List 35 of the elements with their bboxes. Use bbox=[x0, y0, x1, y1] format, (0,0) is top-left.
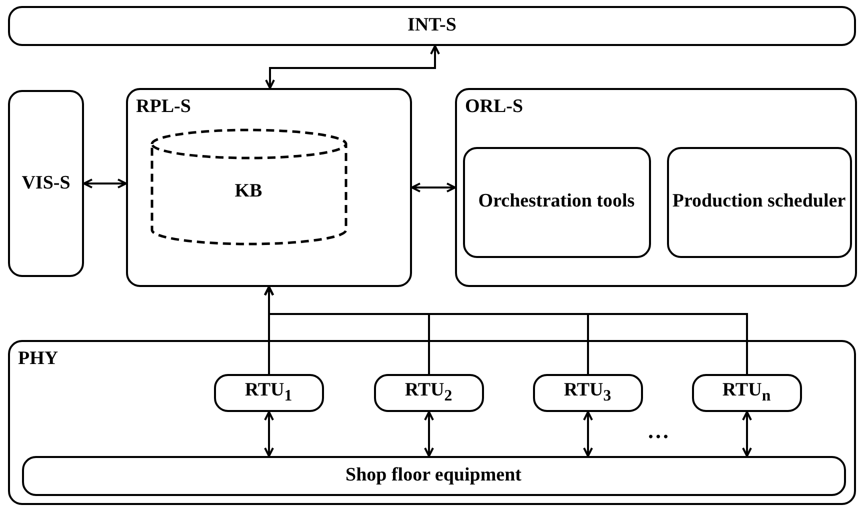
node-label: Orchestration tools bbox=[477, 190, 636, 214]
arrow bbox=[424, 411, 434, 457]
node-label: Production scheduler bbox=[671, 190, 847, 214]
interface-bar bbox=[8, 6, 856, 46]
unit-box bbox=[214, 374, 324, 412]
arrow bbox=[83, 178, 127, 188]
ellipsis-text: ... bbox=[648, 420, 670, 442]
node-label: RTU$_{3}$ bbox=[562, 379, 612, 406]
layer-title: RPL-S bbox=[136, 96, 191, 119]
layer-panel bbox=[126, 88, 412, 287]
unit-box bbox=[532, 374, 642, 412]
node-label: VIS-S bbox=[20, 172, 72, 195]
layer-title: PHY bbox=[18, 348, 58, 371]
database-cylinder bbox=[150, 128, 348, 246]
module-box bbox=[666, 146, 852, 258]
unit-box bbox=[692, 374, 802, 412]
arrow bbox=[411, 182, 456, 192]
node-label: KB bbox=[234, 179, 264, 203]
arrow bbox=[264, 286, 748, 374]
node-label: RTU$_{1}$ bbox=[244, 379, 294, 406]
node-label: RTU$_{n}$ bbox=[721, 379, 772, 406]
node-label: INT-S bbox=[406, 14, 458, 38]
layer-panel bbox=[455, 88, 857, 287]
module-box bbox=[462, 146, 650, 258]
layer-box bbox=[8, 90, 84, 277]
layer-title: ORL-S bbox=[465, 96, 524, 119]
arrow bbox=[264, 411, 274, 457]
layer-box bbox=[22, 456, 846, 496]
unit-box bbox=[374, 374, 484, 412]
arrow bbox=[742, 411, 752, 457]
layer-panel bbox=[8, 340, 856, 505]
arrow bbox=[265, 45, 440, 89]
node-label: Shop floor equipment bbox=[344, 464, 522, 487]
node-label: RTU$_{2}$ bbox=[404, 379, 454, 406]
arrow bbox=[583, 411, 593, 457]
